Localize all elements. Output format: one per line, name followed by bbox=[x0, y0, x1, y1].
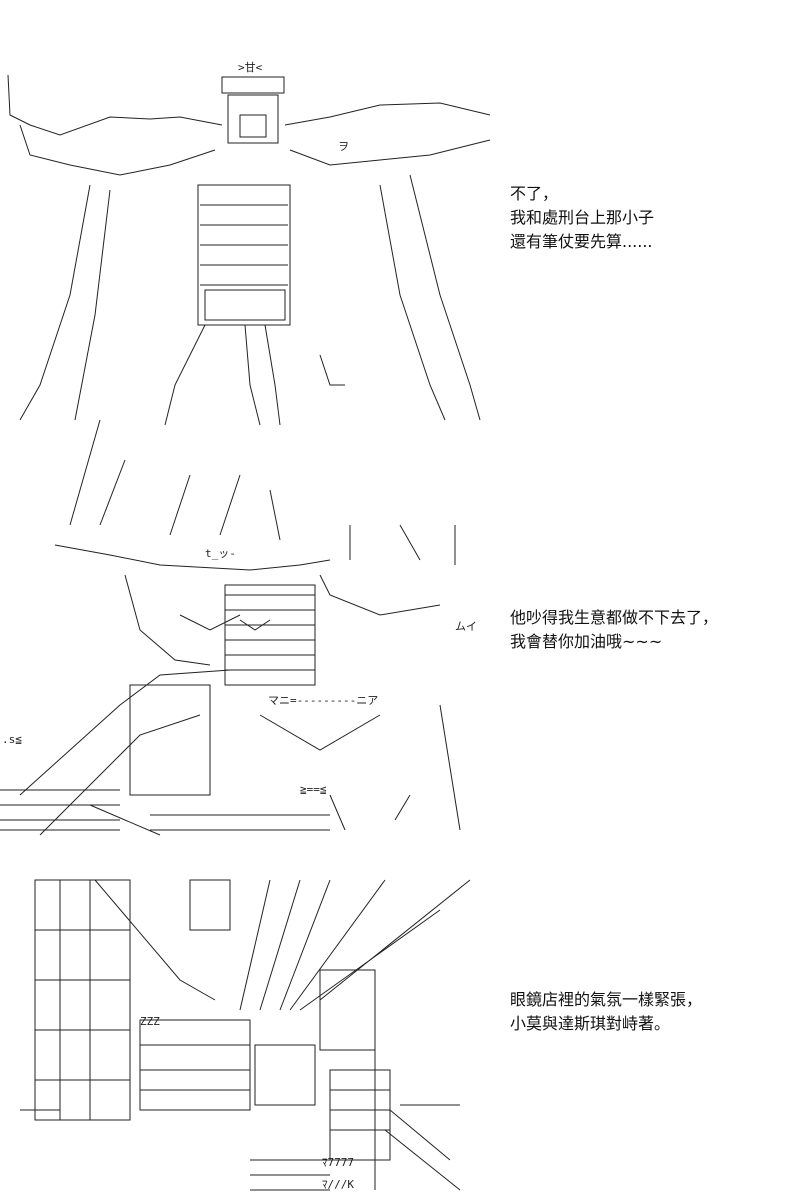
ascii-art-shop-scene: ZZZ ﾏ7777 ﾏ///K bbox=[20, 879, 471, 1191]
art-label: t_ッ- bbox=[205, 547, 236, 560]
art-label: ムイ bbox=[455, 620, 477, 633]
caption-3: 眼鏡店裡的氣氛一樣緊張，小莫與達斯琪對峙著。 bbox=[510, 990, 703, 1033]
panel-2: マニ=---------ニア ムイ ≧==≦ t_ッ- .s≦ 他吵得我生意都做… bbox=[0, 415, 800, 840]
hatched-shading bbox=[224, 584, 316, 686]
art-label: ZZZ bbox=[140, 1015, 160, 1028]
ascii-art-figure-arms-raised: >甘< ヲ bbox=[7, 61, 491, 426]
art-label: ﾏ7777 bbox=[322, 1156, 354, 1169]
art-label: マニ=---------ニア bbox=[268, 694, 378, 707]
caption-2: 他吵得我生意都做不下去了，我會替你加油哦~~~ bbox=[510, 608, 719, 651]
art-label: ヲ bbox=[338, 140, 349, 153]
panel-3: ZZZ ﾏ7777 ﾏ///K 眼鏡店裡的氣氛一樣緊張，小莫與達斯琪對峙著。 bbox=[0, 870, 800, 1200]
art-label: ﾏ///K bbox=[322, 1178, 354, 1191]
art-label: .s≦ bbox=[2, 733, 22, 746]
art-label: ≧==≦ bbox=[300, 783, 327, 796]
art-label: >甘< bbox=[238, 61, 263, 74]
caption-1: 不了，我和處刑台上那小子還有筆仗要先算...... bbox=[510, 184, 655, 251]
panel-1: >甘< ヲ 不了，我和處刑台上那小子還有筆仗要先算...... bbox=[0, 55, 800, 430]
ascii-art-character-closeup: マニ=---------ニア ムイ ≧==≦ t_ッ- .s≦ bbox=[0, 419, 477, 836]
